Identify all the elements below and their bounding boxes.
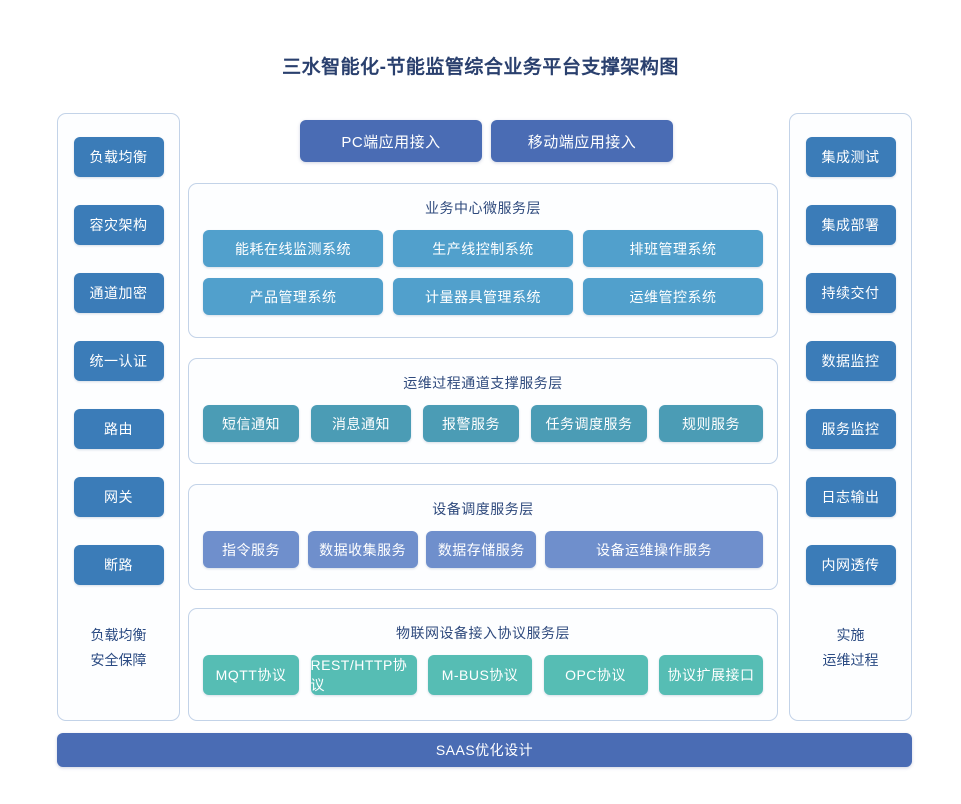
- chip-metering-device-management-system[interactable]: 计量器具管理系统: [393, 278, 573, 315]
- chip-data-collection-service[interactable]: 数据收集服务: [307, 531, 418, 568]
- left-chip-circuit-breaker[interactable]: 断路: [73, 545, 164, 585]
- layer-iot-row-1: MQTT协议 REST/HTTP协议 M-BUS协议 OPC协议 协议扩展接口: [189, 655, 777, 695]
- left-column-caption: 负载均衡 安全保障: [91, 623, 147, 673]
- layer-business-row-1: 能耗在线监测系统 生产线控制系统 排班管理系统: [189, 230, 777, 267]
- chip-energy-monitoring-system[interactable]: 能耗在线监测系统: [203, 230, 383, 267]
- layer-business-microservices: 业务中心微服务层 能耗在线监测系统 生产线控制系统 排班管理系统 产品管理系统 …: [188, 183, 778, 338]
- chip-protocol-extension-interface[interactable]: 协议扩展接口: [659, 655, 763, 695]
- chip-mbus-protocol[interactable]: M-BUS协议: [428, 655, 532, 695]
- right-column-panel: 集成测试 集成部署 持续交付 数据监控 服务监控 日志输出 内网透传 实施 运维…: [789, 113, 912, 721]
- access-button-row: PC端应用接入 移动端应用接入: [300, 120, 673, 162]
- chip-shift-management-system[interactable]: 排班管理系统: [583, 230, 763, 267]
- layer-device-scheduling: 设备调度服务层 指令服务 数据收集服务 数据存储服务 设备运维操作服务: [188, 484, 778, 590]
- layer-iot-title: 物联网设备接入协议服务层: [396, 625, 570, 641]
- page-title: 三水智能化-节能监管综合业务平台支撑架构图: [282, 57, 679, 78]
- mobile-access-button[interactable]: 移动端应用接入: [491, 120, 673, 162]
- right-chip-data-monitoring[interactable]: 数据监控: [805, 341, 896, 381]
- chip-ops-control-system[interactable]: 运维管控系统: [583, 278, 763, 315]
- chip-rule-service[interactable]: 规则服务: [659, 405, 763, 442]
- right-caption-line-2: 运维过程: [822, 652, 879, 668]
- chip-production-line-control-system[interactable]: 生产线控制系统: [393, 230, 573, 267]
- left-column-panel: 负载均衡 容灾架构 通道加密 统一认证 路由 网关 断路 负载均衡 安全保障: [57, 113, 180, 721]
- pc-access-button[interactable]: PC端应用接入: [300, 120, 482, 162]
- left-chip-routing[interactable]: 路由: [73, 409, 164, 449]
- chip-message-notification[interactable]: 消息通知: [311, 405, 411, 442]
- right-chip-intranet-passthrough[interactable]: 内网透传: [805, 545, 896, 585]
- right-chip-integration-test[interactable]: 集成测试: [805, 137, 896, 177]
- right-chip-service-monitoring[interactable]: 服务监控: [805, 409, 896, 449]
- layer-device-title: 设备调度服务层: [432, 501, 534, 517]
- left-caption-line-2: 安全保障: [90, 652, 147, 668]
- chip-sms-notification[interactable]: 短信通知: [203, 405, 299, 442]
- chip-data-storage-service[interactable]: 数据存储服务: [426, 531, 537, 568]
- layer-business-title: 业务中心微服务层: [425, 200, 541, 216]
- right-chip-integration-deploy[interactable]: 集成部署: [805, 205, 896, 245]
- right-column-caption: 实施 运维过程: [823, 623, 879, 673]
- layer-ops-row-1: 短信通知 消息通知 报警服务 任务调度服务 规则服务: [189, 405, 777, 442]
- layer-ops-title: 运维过程通道支撑服务层: [403, 375, 563, 391]
- chip-task-scheduling-service[interactable]: 任务调度服务: [531, 405, 647, 442]
- chip-command-service[interactable]: 指令服务: [203, 531, 299, 568]
- chip-alarm-service[interactable]: 报警服务: [423, 405, 519, 442]
- left-chip-load-balance[interactable]: 负载均衡: [73, 137, 164, 177]
- right-chip-continuous-delivery[interactable]: 持续交付: [805, 273, 896, 313]
- layer-business-row-2: 产品管理系统 计量器具管理系统 运维管控系统: [189, 278, 777, 315]
- left-chip-gateway[interactable]: 网关: [73, 477, 164, 517]
- layer-device-row-1: 指令服务 数据收集服务 数据存储服务 设备运维操作服务: [189, 531, 777, 568]
- left-chip-disaster-recovery[interactable]: 容灾架构: [73, 205, 164, 245]
- right-caption-line-1: 实施: [836, 627, 865, 643]
- left-chip-unified-auth[interactable]: 统一认证: [73, 341, 164, 381]
- chip-product-management-system[interactable]: 产品管理系统: [203, 278, 383, 315]
- chip-device-ops-operation-service[interactable]: 设备运维操作服务: [544, 531, 763, 568]
- layer-iot-protocol-access: 物联网设备接入协议服务层 MQTT协议 REST/HTTP协议 M-BUS协议 …: [188, 608, 778, 721]
- saas-optimization-bar[interactable]: SAAS优化设计: [57, 733, 912, 767]
- left-chip-channel-encryption[interactable]: 通道加密: [73, 273, 164, 313]
- right-chip-log-output[interactable]: 日志输出: [805, 477, 896, 517]
- layer-ops-channel-support: 运维过程通道支撑服务层 短信通知 消息通知 报警服务 任务调度服务 规则服务: [188, 358, 778, 464]
- left-caption-line-1: 负载均衡: [90, 627, 147, 643]
- chip-opc-protocol[interactable]: OPC协议: [543, 655, 648, 695]
- chip-rest-http-protocol[interactable]: REST/HTTP协议: [310, 655, 417, 695]
- chip-mqtt-protocol[interactable]: MQTT协议: [203, 655, 299, 695]
